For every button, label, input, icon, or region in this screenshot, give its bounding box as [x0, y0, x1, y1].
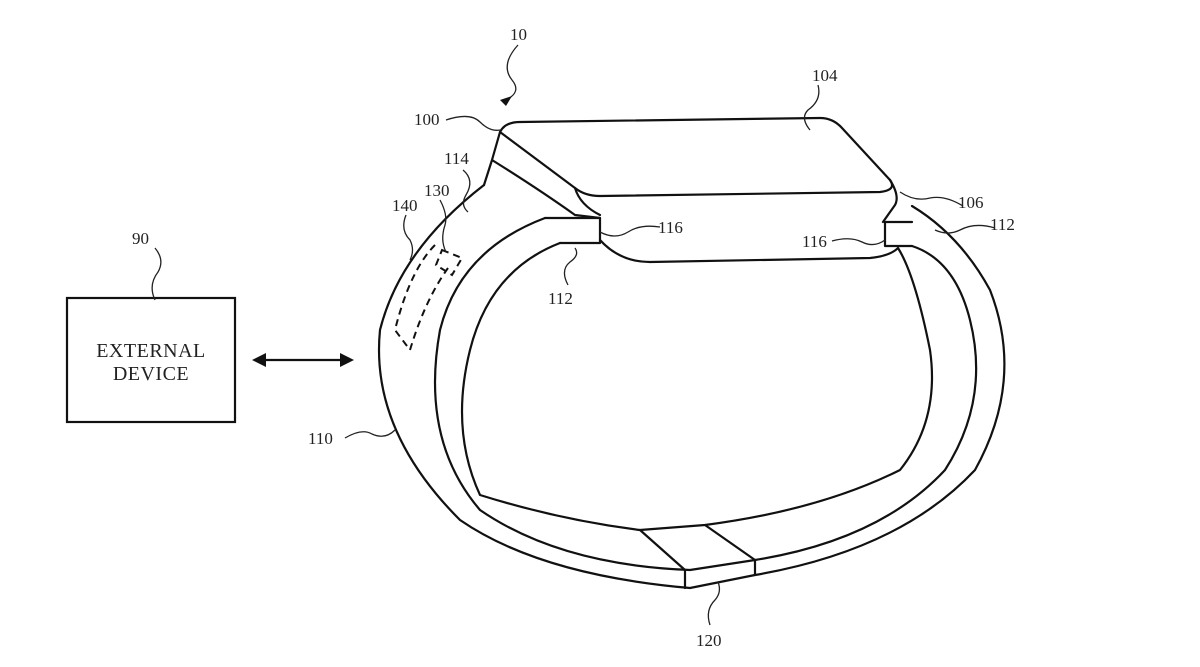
- band-inner-left: [433, 216, 978, 572]
- label-116-left: 116: [658, 218, 683, 237]
- clasp: [638, 523, 757, 590]
- connector-right: [883, 220, 914, 248]
- component-130: [434, 248, 464, 277]
- label-140: 140: [392, 196, 418, 215]
- external-device-line2: DEVICE: [113, 363, 189, 385]
- label-110: 110: [308, 429, 333, 448]
- label-100: 100: [414, 110, 440, 129]
- external-device-line1: EXTERNAL: [96, 340, 206, 362]
- label-120: 120: [696, 631, 722, 650]
- label-112-right: 112: [990, 215, 1015, 234]
- label-10: 10: [510, 25, 527, 44]
- label-106: 106: [958, 193, 984, 212]
- bidirectional-arrow-icon: [252, 353, 354, 367]
- external-device-box: [65, 296, 237, 424]
- band-inner: [460, 241, 934, 532]
- housing-side: [482, 130, 898, 224]
- component-140: [393, 244, 449, 353]
- label-90: 90: [132, 229, 149, 248]
- connector-left: [543, 216, 602, 245]
- label-114: 114: [444, 149, 469, 168]
- label-104: 104: [812, 66, 838, 85]
- band-outer: [378, 183, 1006, 590]
- label-130: 130: [424, 181, 450, 200]
- label-112-left: 112: [548, 289, 573, 308]
- label-116-right: 116: [802, 232, 827, 251]
- display-face: [498, 116, 894, 198]
